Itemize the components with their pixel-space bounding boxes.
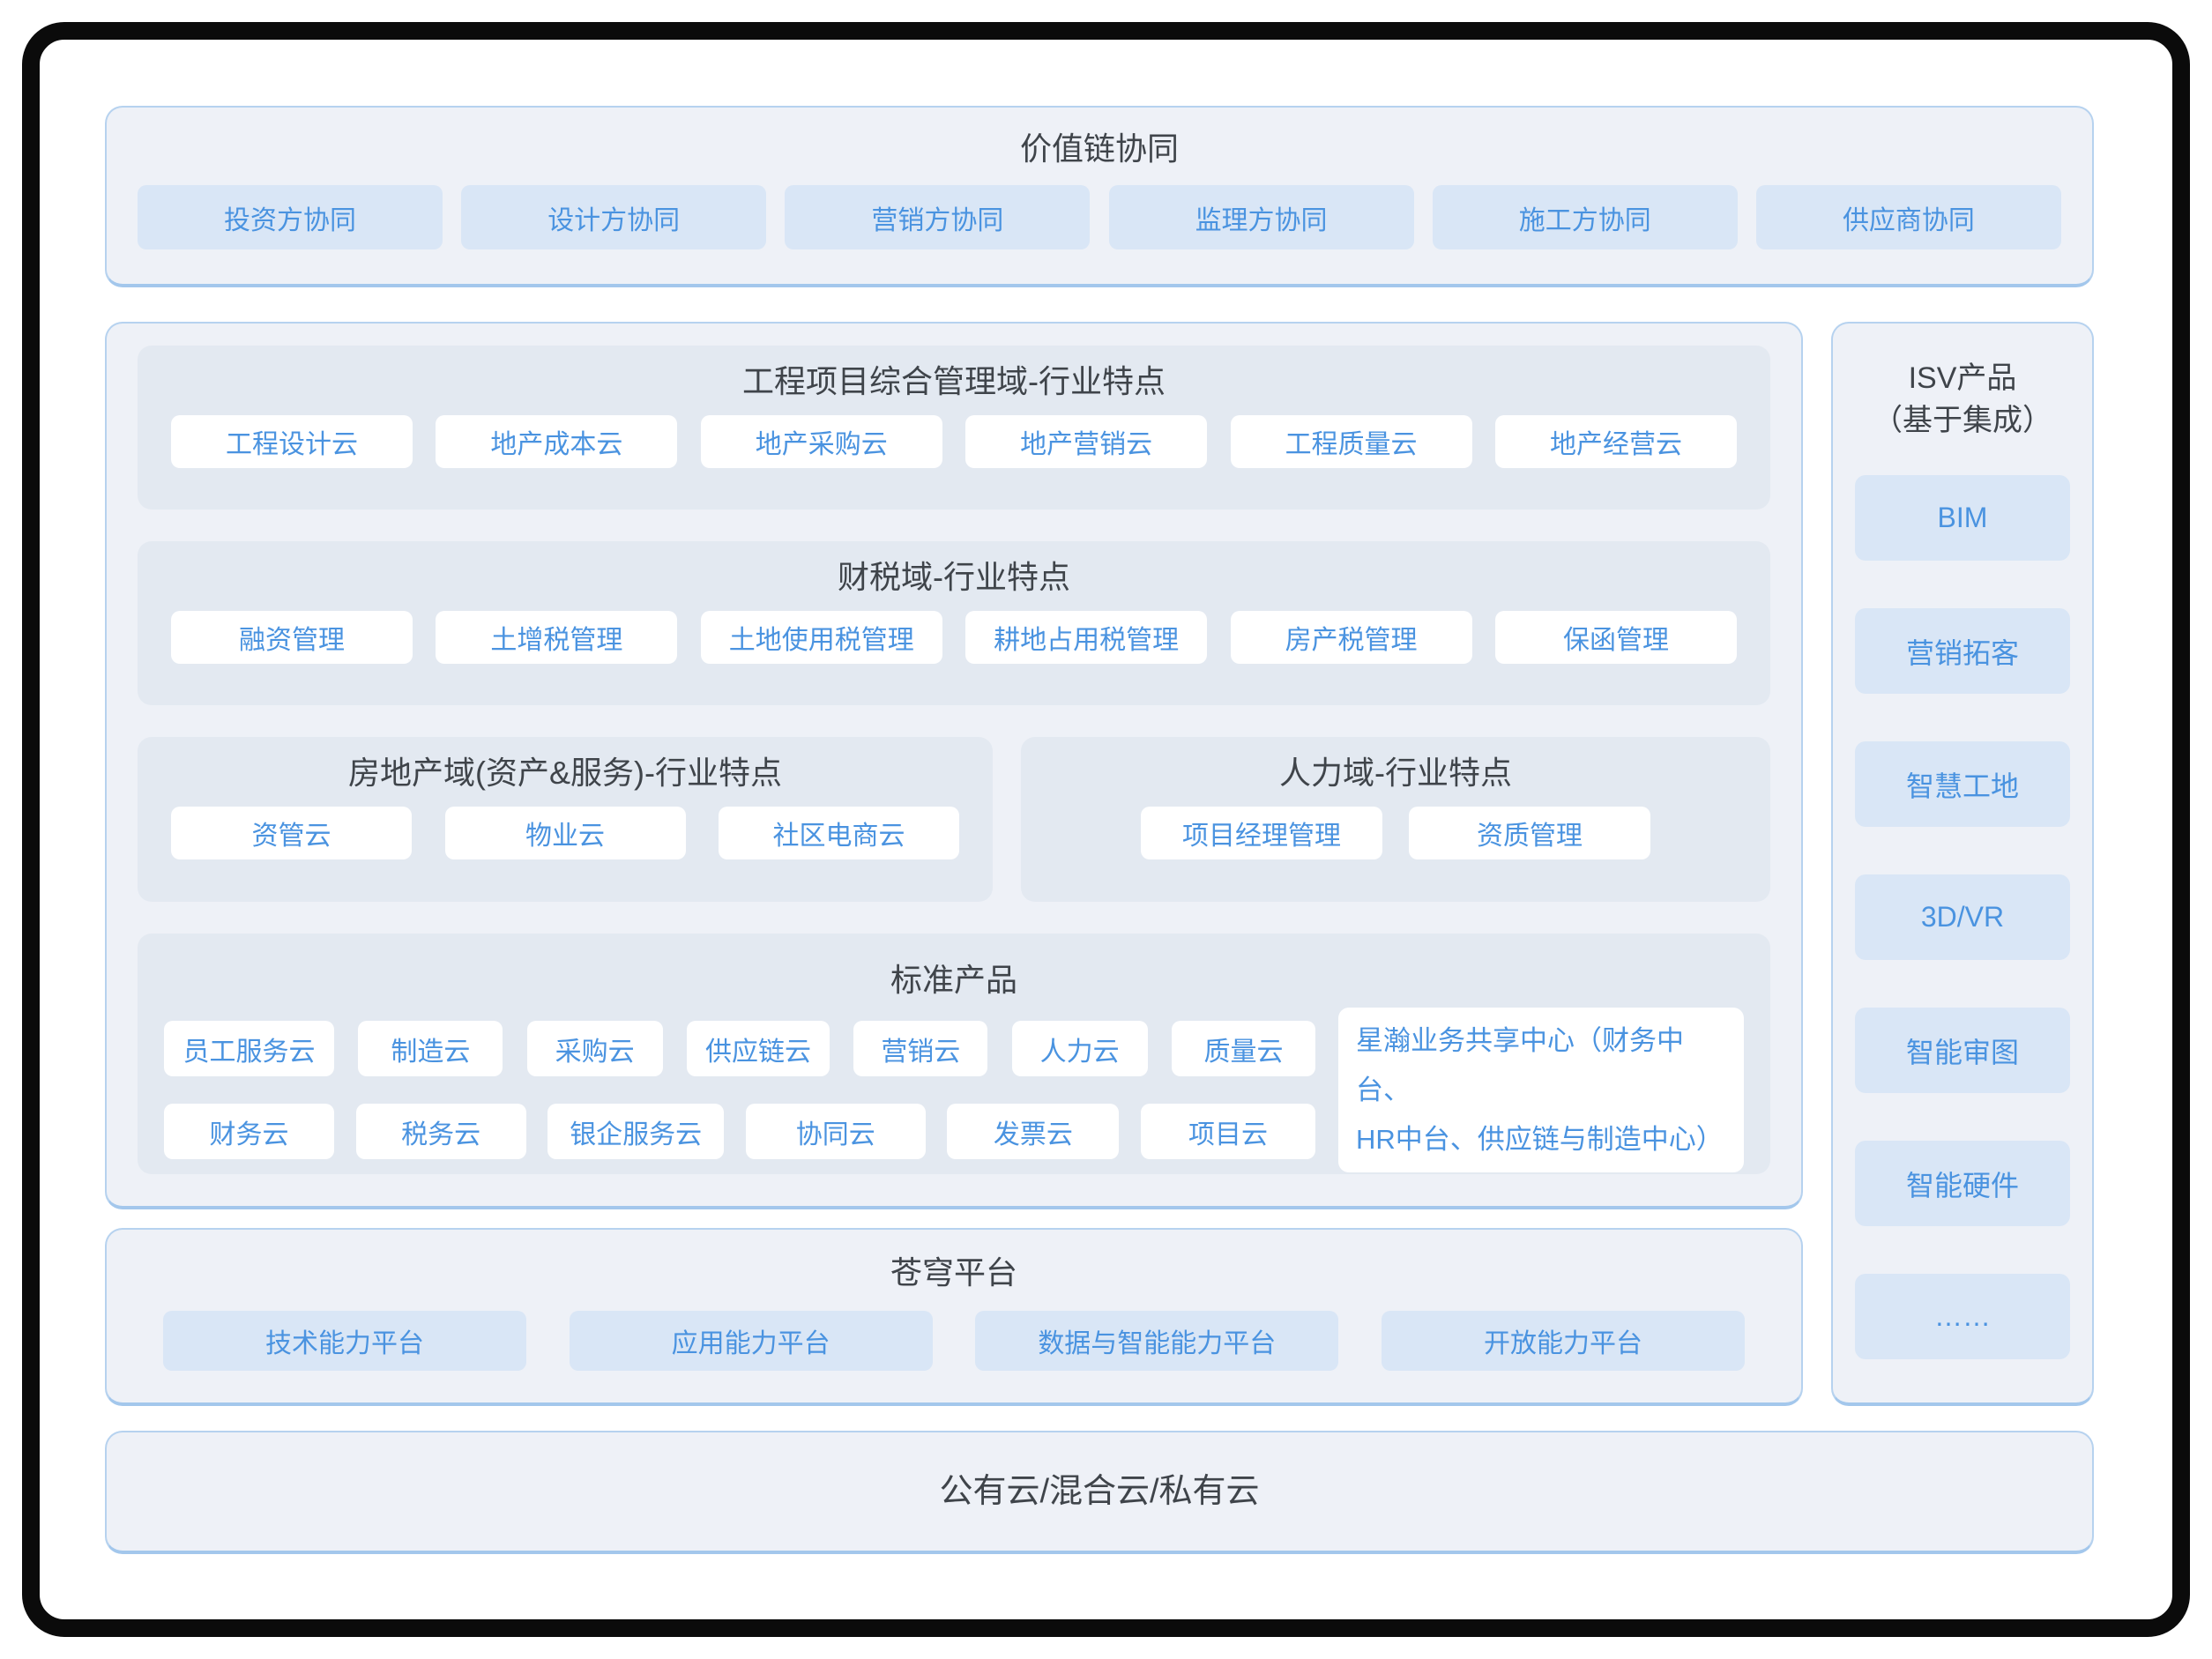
isv-item[interactable]: ……: [1855, 1274, 2070, 1359]
project-domain-section: 工程项目综合管理域-行业特点 工程设计云地产成本云地产采购云地产营销云工程质量云…: [138, 346, 1770, 510]
hr-domain-title: 人力域-行业特点: [1279, 755, 1512, 791]
isv-item[interactable]: 智能审图: [1855, 1008, 2070, 1093]
isv-items: BIM 营销拓客智慧工地 3D/VR 智能审图智能硬件 ……: [1855, 475, 2070, 1359]
realestate-domain-item[interactable]: 资管云: [171, 807, 412, 859]
standard-products-row1: 员工服务云制造云采购云供应链云营销云人力云质量云: [164, 1021, 1315, 1076]
value-chain-item[interactable]: 设计方协同: [461, 185, 767, 249]
main-column: 工程项目综合管理域-行业特点 工程设计云地产成本云地产采购云地产营销云工程质量云…: [105, 322, 1803, 1406]
project-domain-title: 工程项目综合管理域-行业特点: [742, 363, 1166, 399]
standard-product-item[interactable]: 税务云: [355, 1104, 526, 1159]
project-domain-items: 工程设计云地产成本云地产采购云地产营销云工程质量云地产经营云: [138, 404, 1770, 468]
standard-product-item[interactable]: 员工服务云: [164, 1021, 334, 1076]
isv-item[interactable]: 3D/VR: [1855, 874, 2070, 960]
fiscal-domain-item[interactable]: 房产税管理: [1230, 611, 1472, 664]
value-chain-item[interactable]: 投资方协同: [138, 185, 443, 249]
project-domain-item[interactable]: 地产采购云: [700, 415, 942, 468]
domains-card: 工程项目综合管理域-行业特点 工程设计云地产成本云地产采购云地产营销云工程质量云…: [105, 322, 1803, 1209]
hr-domain-item[interactable]: 资质管理: [1409, 807, 1650, 859]
value-chain-item[interactable]: 供应商协同: [1755, 185, 2061, 249]
project-domain-item[interactable]: 地产成本云: [436, 415, 678, 468]
paired-domains-row: 房地产域(资产&服务)-行业特点 资管云物业云社区电商云 人力域-行业特点 项目…: [138, 737, 1770, 902]
realestate-domain-items: 资管云物业云社区电商云: [138, 795, 993, 859]
value-chain-item[interactable]: 监理方协同: [1108, 185, 1414, 249]
standard-product-item[interactable]: 质量云: [1171, 1021, 1315, 1076]
standard-product-item[interactable]: 供应链云: [686, 1021, 830, 1076]
screen-frame: [22, 22, 2190, 1637]
standard-products-row2: 财务云税务云银企服务云协同云发票云项目云: [164, 1104, 1315, 1159]
value-chain-items: 投资方协同设计方协同营销方协同监理方协同施工方协同供应商协同: [138, 185, 2061, 249]
standard-products-section: 标准产品 员工服务云制造云采购云供应链云营销云人力云质量云 财务云税务云银企服务…: [138, 934, 1770, 1174]
isv-title: ISV产品 （基于集成）: [1873, 361, 2052, 437]
platform-item[interactable]: 数据与智能能力平台: [975, 1311, 1339, 1371]
standard-products-rows: 员工服务云制造云采购云供应链云营销云人力云质量云 财务云税务云银企服务云协同云发…: [164, 1021, 1315, 1159]
platform-items: 技术能力平台应用能力平台数据与智能能力平台开放能力平台: [163, 1311, 1745, 1371]
standard-product-item[interactable]: 采购云: [526, 1021, 663, 1076]
realestate-domain-item[interactable]: 物业云: [444, 807, 686, 859]
fiscal-domain-title: 财税域-行业特点: [838, 559, 1070, 595]
fiscal-domain-item[interactable]: 融资管理: [171, 611, 413, 664]
project-domain-item[interactable]: 工程设计云: [171, 415, 413, 468]
standard-products-title: 标准产品: [890, 962, 1017, 998]
middle-zone: 工程项目综合管理域-行业特点 工程设计云地产成本云地产采购云地产营销云工程质量云…: [105, 322, 2094, 1406]
standard-product-item[interactable]: 营销云: [853, 1021, 988, 1076]
value-chain-item[interactable]: 营销方协同: [785, 185, 1091, 249]
platform-title: 苍穹平台: [890, 1254, 1017, 1291]
platform-item[interactable]: 技术能力平台: [163, 1311, 526, 1371]
realestate-domain-title: 房地产域(资产&服务)-行业特点: [348, 755, 782, 791]
realestate-domain-section: 房地产域(资产&服务)-行业特点 资管云物业云社区电商云: [138, 737, 993, 902]
standard-product-item[interactable]: 发票云: [947, 1104, 1120, 1159]
isv-item[interactable]: 智能硬件: [1855, 1141, 2070, 1226]
standard-product-item[interactable]: 人力云: [1011, 1021, 1148, 1076]
fiscal-domain-items: 融资管理土增税管理土地使用税管理耕地占用税管理房产税管理保函管理: [138, 599, 1770, 664]
standard-product-item[interactable]: 协同云: [745, 1104, 926, 1159]
platform-item[interactable]: 开放能力平台: [1381, 1311, 1745, 1371]
value-chain-item[interactable]: 施工方协同: [1432, 185, 1738, 249]
fiscal-domain-section: 财税域-行业特点 融资管理土增税管理土地使用税管理耕地占用税管理房产税管理保函管…: [138, 541, 1770, 705]
project-domain-item[interactable]: 地产营销云: [965, 415, 1208, 468]
realestate-domain-item[interactable]: 社区电商云: [719, 807, 959, 859]
shared-service-center-box[interactable]: 星瀚业务共享中心（财务中台、 HR中台、供应链与制造中心）: [1338, 1008, 1744, 1172]
hr-domain-section: 人力域-行业特点 项目经理管理资质管理: [1021, 737, 1770, 902]
value-chain-section: 价值链协同 投资方协同设计方协同营销方协同监理方协同施工方协同供应商协同: [105, 106, 2094, 287]
isv-item[interactable]: 营销拓客: [1855, 608, 2070, 694]
project-domain-item[interactable]: 工程质量云: [1230, 415, 1472, 468]
fiscal-domain-item[interactable]: 土地使用税管理: [700, 611, 942, 664]
hr-domain-items: 项目经理管理资质管理: [1021, 795, 1770, 859]
isv-item[interactable]: BIM: [1855, 475, 2070, 561]
isv-item[interactable]: 智慧工地: [1855, 741, 2070, 827]
hr-domain-item[interactable]: 项目经理管理: [1141, 807, 1382, 859]
standard-product-item[interactable]: 制造云: [358, 1021, 503, 1076]
platform-item[interactable]: 应用能力平台: [569, 1311, 933, 1371]
cloud-title: 公有云/混合云/私有云: [939, 1473, 1260, 1510]
standard-product-item[interactable]: 银企服务云: [547, 1104, 725, 1159]
fiscal-domain-item[interactable]: 耕地占用税管理: [965, 611, 1208, 664]
isv-panel: ISV产品 （基于集成） BIM 营销拓客智慧工地 3D/VR 智能审图智能硬件 ……: [1831, 322, 2094, 1406]
value-chain-title: 价值链协同: [1019, 130, 1179, 167]
standard-products-body: 员工服务云制造云采购云供应链云营销云人力云质量云 财务云税务云银企服务云协同云发…: [164, 1008, 1744, 1172]
fiscal-domain-item[interactable]: 土增税管理: [436, 611, 678, 664]
platform-section: 苍穹平台 技术能力平台应用能力平台数据与智能能力平台开放能力平台: [105, 1228, 1803, 1406]
project-domain-item[interactable]: 地产经营云: [1494, 415, 1737, 468]
fiscal-domain-item[interactable]: 保函管理: [1494, 611, 1737, 664]
standard-product-item[interactable]: 财务云: [164, 1104, 334, 1159]
cloud-section: 公有云/混合云/私有云: [105, 1431, 2094, 1554]
architecture-diagram: 价值链协同 投资方协同设计方协同营销方协同监理方协同施工方协同供应商协同 工程项…: [40, 40, 2172, 1619]
standard-product-item[interactable]: 项目云: [1140, 1104, 1315, 1159]
